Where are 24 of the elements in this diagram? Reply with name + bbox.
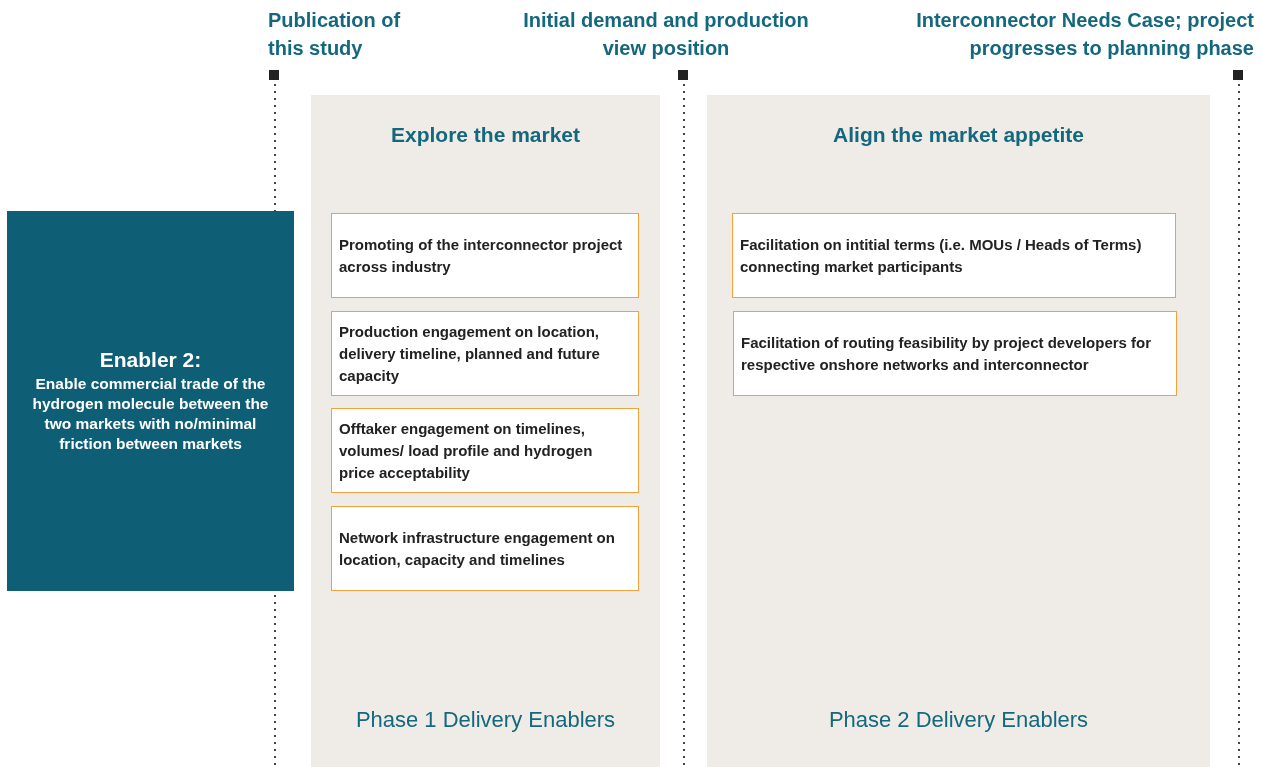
- enabler-text: Production engagement on location, delivery timeline, planned and future capacity: [339, 321, 601, 386]
- phase-panel: [707, 95, 1210, 767]
- phase-panel: [311, 95, 660, 767]
- enabler-box: [733, 311, 1177, 396]
- milestone-label: Initial demand and production view position: [522, 8, 810, 61]
- milestone-label: Interconnector Needs Case; project progresses to planning phase: [915, 8, 1254, 61]
- phase-heading: Align the market appetite: [832, 123, 1085, 147]
- phase-heading: Explore the market: [389, 123, 582, 147]
- phase-footer: Phase 1 Delivery Enablers: [311, 707, 660, 733]
- enabler-box: [331, 311, 639, 396]
- enabler-box: [331, 213, 639, 298]
- enabler-text: Offtaker engagement on timelines, volumes/ load profile and hydrogen price acceptability: [339, 418, 594, 483]
- milestone-label: Publication of this study: [268, 8, 402, 61]
- enabler-box: [331, 408, 639, 493]
- enabler-text: Promoting of the interconnector project across industry: [339, 234, 624, 277]
- enabler-box: [331, 506, 639, 591]
- enabler-text: Facilitation of routing feasibility by project developers for respective onshore networks and interconnector: [741, 332, 1153, 375]
- enabler-description: Enable commercial trade of the hydrogen molecule between the two markets with no/minimal friction between markets: [31, 374, 270, 454]
- enabler-box: [7, 211, 294, 591]
- enabler-box: [732, 213, 1176, 298]
- enabler-heading: Enabler 2:: [99, 348, 202, 372]
- enabler-text: Network infrastructure engagement on location, capacity and timelines: [339, 527, 616, 570]
- enabler-text: Facilitation on intitial terms (i.e. MOUs / Heads of Terms) connecting market participants: [740, 234, 1143, 277]
- phase-footer: Phase 2 Delivery Enablers: [707, 707, 1210, 733]
